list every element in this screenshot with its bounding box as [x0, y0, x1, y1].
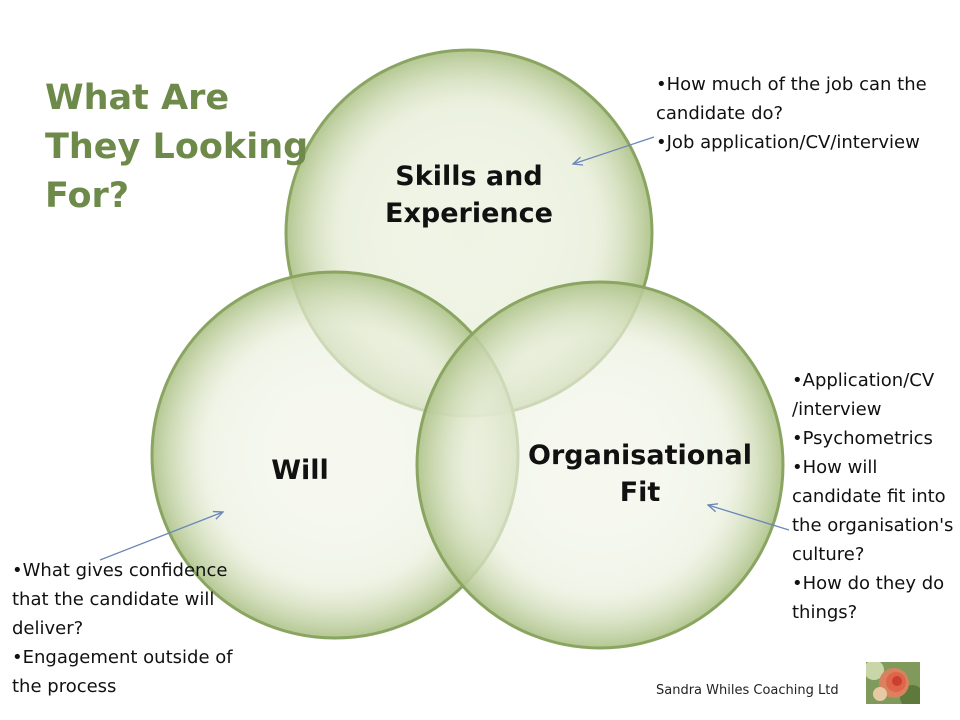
label-skills-line-1: Skills and [395, 161, 543, 192]
title-line-3: For? [45, 176, 130, 216]
label-will: Will [230, 452, 370, 489]
arrow-will [99, 512, 223, 561]
label-will-line-1: Will [271, 455, 329, 486]
footer-credit: Sandra Whiles Coaching Ltd [656, 683, 839, 698]
page-title: What Are They Looking For? [45, 74, 325, 221]
rose-photo-icon [866, 662, 920, 704]
note-skills-2: Job application/CV/interview [656, 128, 931, 157]
title-line-1: What Are [45, 78, 230, 118]
arrow-skills [573, 136, 655, 164]
note-fit-4: How do they do things? [792, 569, 954, 627]
note-fit-1: Application/CV /interview [792, 366, 954, 424]
label-fit-line-2: Fit [619, 477, 661, 508]
label-fit: Organisational Fit [520, 437, 760, 511]
notes-fit: Application/CV /interview Psychometrics … [792, 366, 954, 627]
label-fit-line-1: Organisational [528, 440, 752, 471]
note-will-1: What gives confidence that the candidate… [12, 556, 252, 643]
notes-skills: How much of the job can the candidate do… [656, 70, 931, 157]
note-fit-3: How will candidate fit into the organisa… [792, 453, 954, 569]
note-will-2: Engagement outside of the process [12, 643, 252, 701]
circle-will [150, 270, 520, 640]
note-fit-2: Psychometrics [792, 424, 954, 453]
circle-fit [415, 280, 785, 650]
label-skills-line-2: Experience [385, 198, 553, 229]
label-skills: Skills and Experience [364, 158, 574, 232]
title-line-2: They Looking [45, 127, 309, 167]
notes-will: What gives confidence that the candidate… [12, 556, 252, 701]
arrow-fit [708, 505, 790, 531]
note-skills-1: How much of the job can the candidate do… [656, 70, 931, 128]
